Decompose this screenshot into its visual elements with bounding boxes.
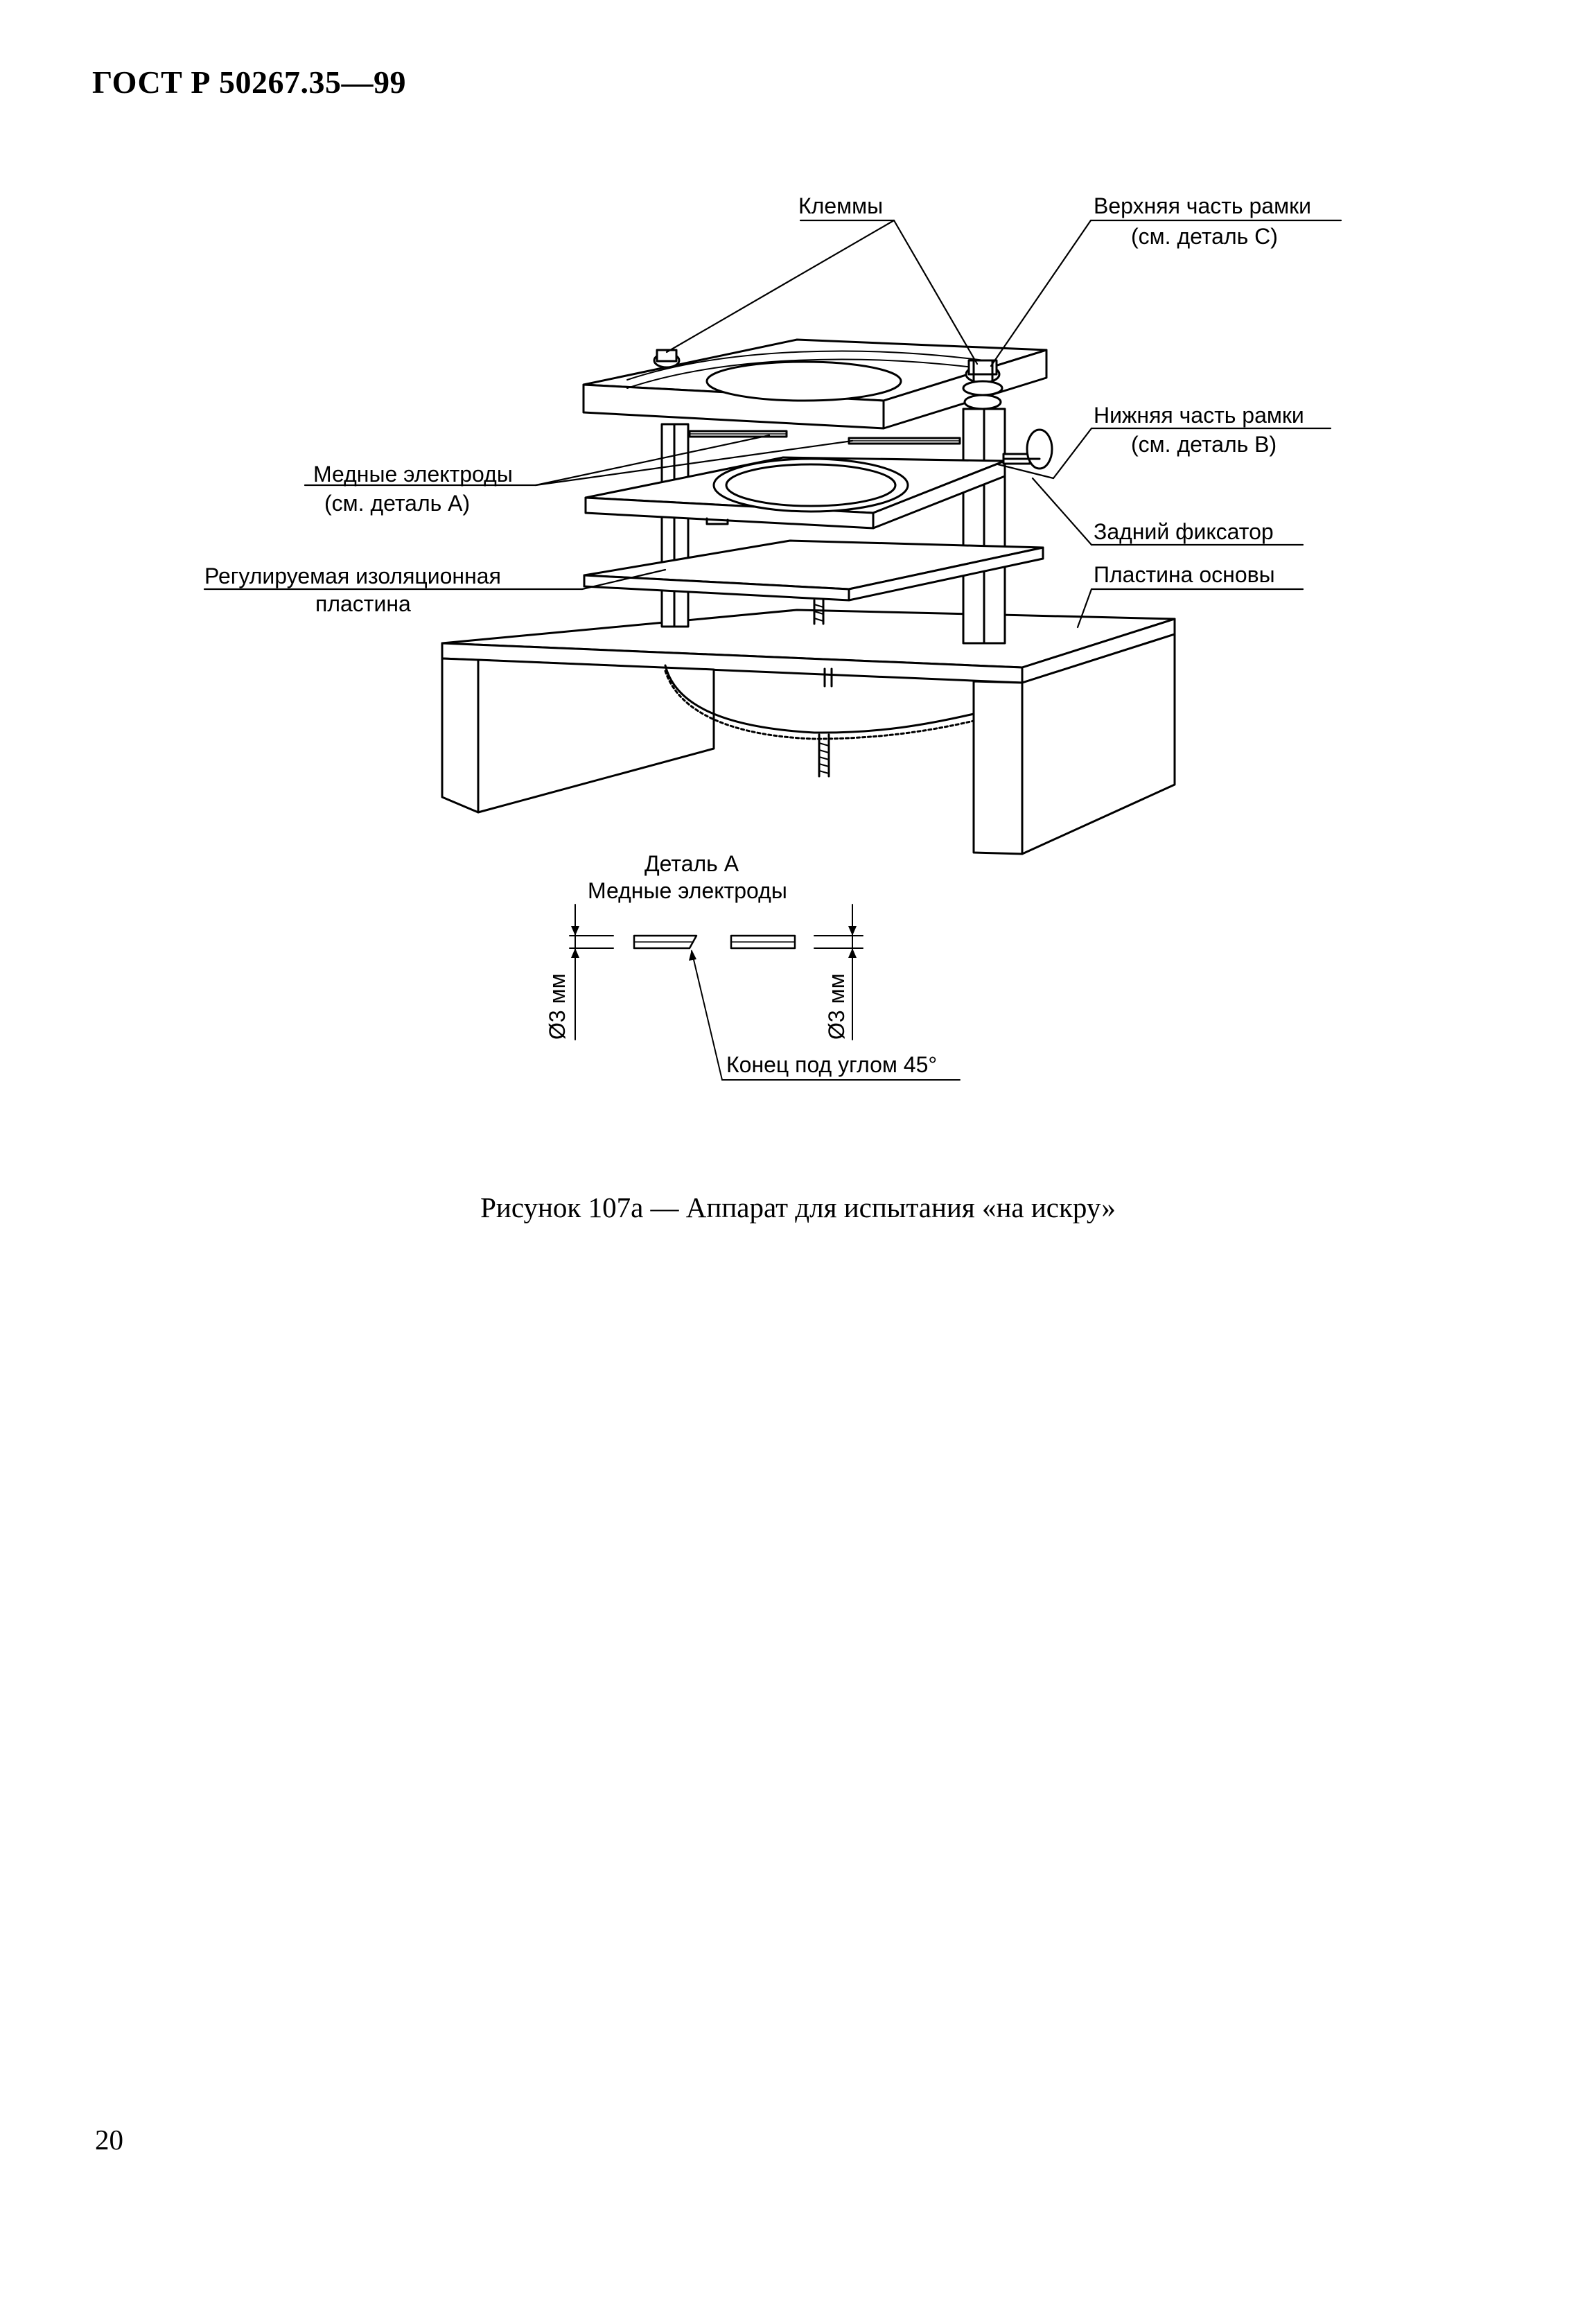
- label-frame-top-2: (см. деталь С): [1131, 224, 1278, 249]
- detail-a-subtitle: Медные электроды: [588, 878, 787, 903]
- leader-lines: [203, 219, 1342, 629]
- figure-caption: Рисунок 107а — Аппарат для испытания «на…: [480, 1191, 1116, 1223]
- label-copper-electrodes-2: (см. деталь А): [324, 491, 470, 516]
- callout-labels: Клеммы Верхняя часть рамки (см. деталь С…: [204, 193, 1311, 616]
- detail-a-end-note: Конец под углом 45°: [726, 1052, 937, 1077]
- detail-a-title: Деталь А: [644, 851, 739, 876]
- label-base-plate: Пластина основы: [1094, 562, 1275, 587]
- posts: [660, 408, 1006, 645]
- dim-left: Ø3 мм: [545, 973, 570, 1040]
- document-header: ГОСТ Р 50267.35—99: [92, 64, 406, 100]
- upper-frame: [582, 338, 1048, 430]
- base-table: [441, 609, 1176, 855]
- copper-electrodes: [688, 430, 961, 445]
- label-rear-lock: Задний фиксатор: [1094, 519, 1274, 544]
- label-frame-bottom-1: Нижняя часть рамки: [1094, 403, 1304, 428]
- label-terminals: Клеммы: [798, 193, 883, 218]
- page-number: 20: [95, 2124, 123, 2156]
- label-adjustable-plate-2: пластина: [315, 591, 411, 616]
- dim-right: Ø3 мм: [824, 973, 849, 1040]
- adjustable-insulating-plate: [583, 539, 1044, 625]
- label-copper-electrodes-1: Медные электроды: [313, 462, 513, 487]
- detail-a: Деталь А Медные электроды Ø3 мм Ø3 мм Ко…: [545, 851, 961, 1081]
- rear-lock: [1002, 428, 1053, 470]
- label-frame-top-1: Верхняя часть рамки: [1094, 193, 1311, 218]
- lower-frame: [584, 456, 1006, 530]
- label-adjustable-plate-1: Регулируемая изоляционная: [204, 564, 501, 588]
- label-frame-bottom-2: (см. деталь В): [1131, 432, 1277, 457]
